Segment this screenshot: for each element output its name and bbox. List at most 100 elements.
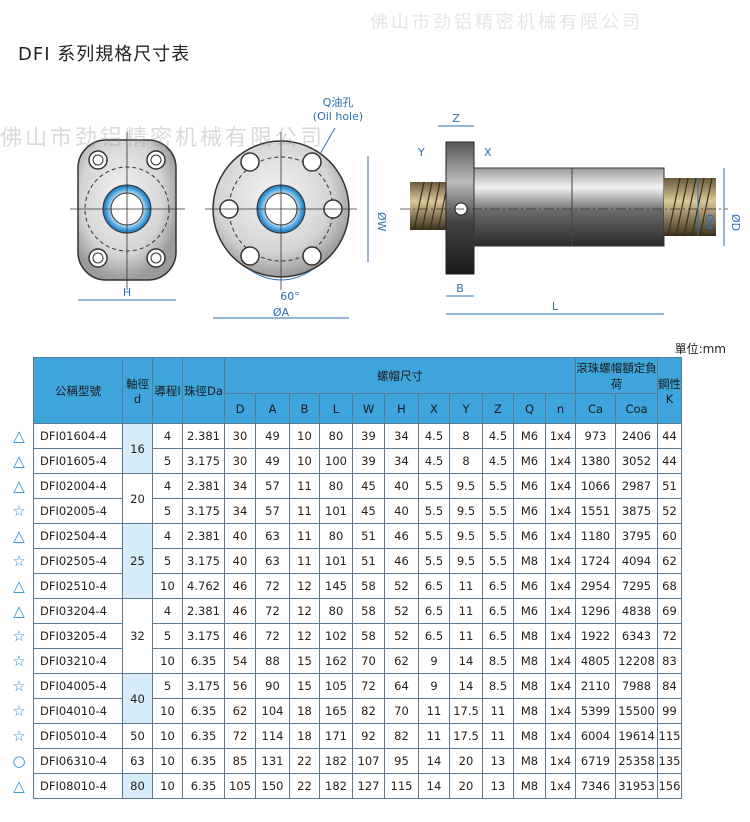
cell-a: 90 xyxy=(255,673,290,699)
cell-lead: 10 xyxy=(152,573,183,599)
cell-l: 171 xyxy=(319,723,353,749)
cell-ball-dia: 2.381 xyxy=(182,423,225,449)
dim-L-label: L xyxy=(552,300,559,313)
cell-model: DFI03204-4 xyxy=(33,598,123,624)
cell-q: M8 xyxy=(513,748,546,774)
cell-x: 6.5 xyxy=(418,573,450,599)
cell-y: 9.5 xyxy=(449,548,483,574)
row-mark: ☆ xyxy=(12,552,26,570)
dim-D-label: ØD xyxy=(729,214,742,231)
subheader-x: X xyxy=(418,393,450,424)
cell-z: 13 xyxy=(482,748,514,774)
cell-l: 101 xyxy=(319,498,353,524)
flange-square-view: H xyxy=(70,132,185,301)
cell-b: 10 xyxy=(289,423,320,449)
cell-a: 114 xyxy=(255,723,290,749)
cell-stiffness: 62 xyxy=(657,548,682,574)
cell-stiffness: 60 xyxy=(657,523,682,549)
dim-A-label: ØA xyxy=(273,306,290,319)
cell-h: 70 xyxy=(384,698,419,724)
cell-w: 92 xyxy=(352,723,385,749)
cell-coa: 12208 xyxy=(615,648,658,674)
cell-z: 5.5 xyxy=(482,523,514,549)
cell-y: 14 xyxy=(449,648,483,674)
cell-w: 82 xyxy=(352,698,385,724)
cell-h: 40 xyxy=(384,473,419,499)
cell-y: 20 xyxy=(449,773,483,799)
row-mark: △ xyxy=(13,452,25,470)
cell-d: 30 xyxy=(224,423,256,449)
cell-b: 22 xyxy=(289,773,320,799)
dim-H-label: H xyxy=(123,286,131,299)
cell-a: 72 xyxy=(255,573,290,599)
row-mark: ☆ xyxy=(12,677,26,695)
cell-z: 5.5 xyxy=(482,548,514,574)
row-mark: ☆ xyxy=(12,702,26,720)
cell-ball-dia: 2.381 xyxy=(182,523,225,549)
cell-b: 12 xyxy=(289,573,320,599)
cell-model: DFI03210-4 xyxy=(33,648,123,674)
cell-d: 56 xyxy=(224,673,256,699)
cell-z: 8.5 xyxy=(482,673,514,699)
cell-stiffness: 51 xyxy=(657,473,682,499)
cell-b: 18 xyxy=(289,723,320,749)
cell-h: 46 xyxy=(384,548,419,574)
cell-ball-dia: 6.35 xyxy=(182,698,225,724)
row-mark: △ xyxy=(13,427,25,445)
page-title: DFI 系列規格尺寸表 xyxy=(18,44,191,65)
cell-b: 12 xyxy=(289,623,320,649)
cell-d: 34 xyxy=(224,473,256,499)
cell-stiffness: 135 xyxy=(657,748,682,774)
cell-x: 5.5 xyxy=(418,548,450,574)
cell-q: M8 xyxy=(513,623,546,649)
cell-coa: 31953 xyxy=(615,773,658,799)
cell-d: 105 xyxy=(224,773,256,799)
cell-shaft-dia: 25 xyxy=(122,523,153,599)
cell-q: M8 xyxy=(513,723,546,749)
cell-lead: 4 xyxy=(152,598,183,624)
cell-l: 100 xyxy=(319,448,353,474)
cell-stiffness: 72 xyxy=(657,623,682,649)
cell-z: 11 xyxy=(482,698,514,724)
row-marks: △△△☆△☆△△☆☆☆☆☆○△ xyxy=(9,424,29,799)
cell-shaft-dia: 32 xyxy=(122,598,153,674)
header-model: 公稱型號 xyxy=(33,357,123,424)
cell-coa: 7295 xyxy=(615,573,658,599)
cell-lead: 5 xyxy=(152,548,183,574)
cell-model: DFI01605-4 xyxy=(33,448,123,474)
cell-coa: 15500 xyxy=(615,698,658,724)
cell-ball-dia: 3.175 xyxy=(182,548,225,574)
subheader-n: n xyxy=(545,393,576,424)
cell-n: 1x4 xyxy=(545,773,576,799)
cell-ball-dia: 6.35 xyxy=(182,723,225,749)
cell-h: 62 xyxy=(384,648,419,674)
watermark: 佛山市劲铝精密机械有限公司 xyxy=(0,126,326,151)
cell-ball-dia: 3.175 xyxy=(182,448,225,474)
cell-l: 182 xyxy=(319,773,353,799)
cell-w: 127 xyxy=(352,773,385,799)
cell-x: 4.5 xyxy=(418,423,450,449)
cell-h: 82 xyxy=(384,723,419,749)
cell-n: 1x4 xyxy=(545,548,576,574)
cell-n: 1x4 xyxy=(545,623,576,649)
cell-q: M6 xyxy=(513,448,546,474)
cell-lead: 4 xyxy=(152,523,183,549)
cell-lead: 5 xyxy=(152,623,183,649)
cell-ca: 1922 xyxy=(575,623,616,649)
cell-coa: 4838 xyxy=(615,598,658,624)
cell-shaft-dia: 63 xyxy=(122,748,153,774)
cell-b: 15 xyxy=(289,648,320,674)
oil-hole-label: Q油孔 xyxy=(323,95,354,109)
cell-w: 51 xyxy=(352,523,385,549)
cell-n: 1x4 xyxy=(545,523,576,549)
cell-l: 80 xyxy=(319,473,353,499)
cell-w: 51 xyxy=(352,548,385,574)
cell-n: 1x4 xyxy=(545,648,576,674)
cell-b: 15 xyxy=(289,673,320,699)
cell-coa: 3052 xyxy=(615,448,658,474)
cell-x: 14 xyxy=(418,748,450,774)
